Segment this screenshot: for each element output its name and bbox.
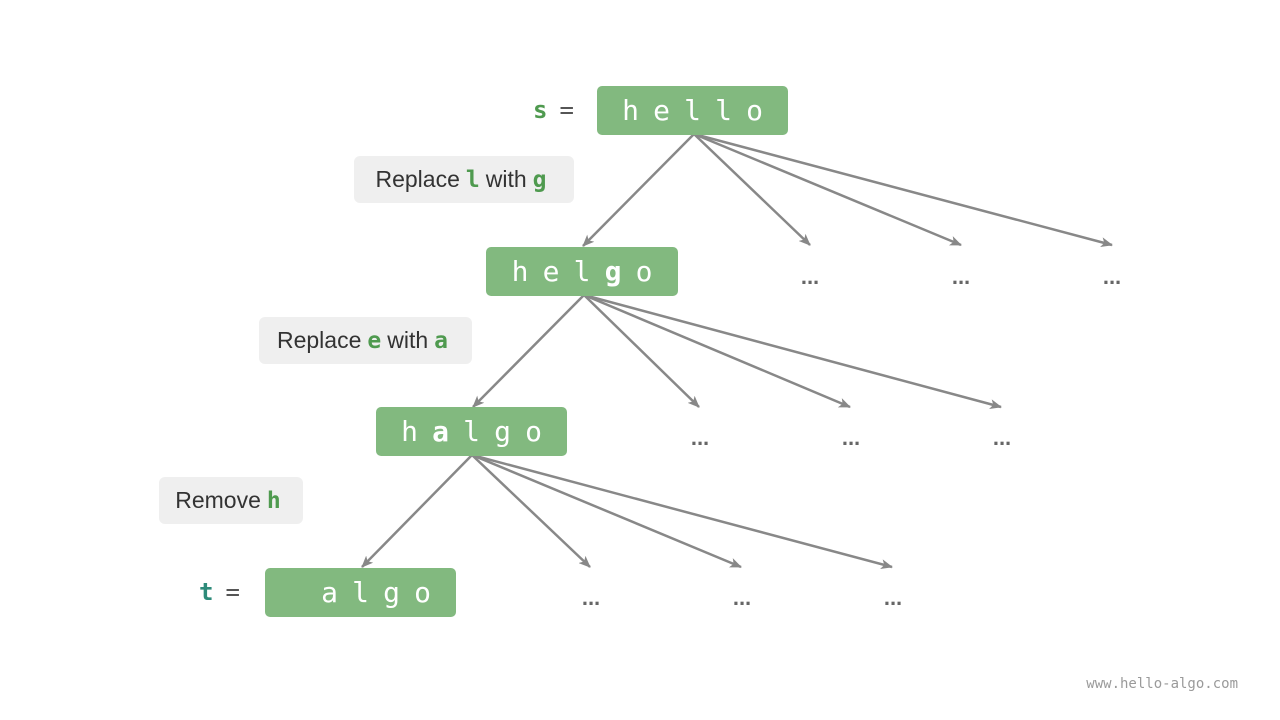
op1-middle: with	[485, 166, 527, 192]
intermediate-1-char-3: g	[604, 255, 622, 288]
ellipsis-l3-c: ...	[883, 585, 903, 610]
ellipsis-l2-a: ...	[690, 425, 710, 450]
arrow-level2-2	[471, 453, 742, 569]
op2-prefix: Replace	[276, 327, 362, 353]
target-char-2: l	[352, 576, 369, 609]
arrow-level0-0	[582, 133, 695, 247]
intermediate-2-char-0: h	[401, 415, 418, 448]
op3-from: h	[266, 487, 281, 514]
site-watermark: www.hello-algo.com	[1086, 676, 1238, 692]
op1-prefix: Replace	[375, 166, 460, 192]
arrow-level1-1	[583, 294, 700, 408]
op2-to: a	[434, 327, 448, 354]
intermediate-2-char-2: l	[463, 415, 480, 448]
source-char-1: e	[653, 94, 670, 127]
intermediate-2-char-1: a	[432, 415, 449, 448]
ellipsis-l3-a: ...	[581, 585, 601, 610]
ellipsis-l1-b: ...	[951, 264, 971, 289]
intermediate-1-char-2: l	[573, 255, 591, 288]
arrow-level0-3	[693, 132, 1113, 248]
source-char-2: l	[684, 94, 701, 127]
intermediate-1-char-1: e	[542, 255, 560, 288]
arrow-level0-1	[693, 133, 811, 246]
target-var-name: t	[199, 578, 214, 606]
ellipsis-l3-b: ...	[732, 585, 752, 610]
ellipsis-l1-c: ...	[1102, 264, 1122, 289]
op2-middle: with	[387, 327, 429, 353]
arrow-level0-2	[693, 132, 962, 247]
intermediate-2-char-3: g	[494, 415, 511, 448]
target-var-eq: =	[225, 578, 240, 606]
intermediate-2-char-4: o	[525, 415, 542, 448]
intermediate-1-char-0: h	[511, 255, 529, 288]
op1-from: l	[465, 166, 480, 193]
operation-replace-l-with-g: Replace l with g	[354, 156, 574, 203]
operation-remove-h: Remove h	[159, 477, 303, 524]
arrow-level1-3	[583, 293, 1002, 409]
arrow-level1-0	[472, 294, 585, 408]
target-var-label: t=	[199, 578, 240, 606]
op3-prefix: Remove	[175, 487, 261, 513]
operation-replace-e-with-a: Replace e with a	[259, 317, 472, 364]
source-char-4: o	[746, 94, 763, 127]
target-char-3: g	[383, 576, 400, 609]
ellipsis-l2-c: ...	[992, 425, 1012, 450]
source-var-name: s	[533, 96, 548, 124]
source-char-3: l	[715, 94, 732, 127]
op1-to: g	[532, 166, 547, 193]
intermediate-1-char-4: o	[635, 255, 653, 288]
arrow-level2-3	[471, 453, 893, 569]
arrow-level2-0	[361, 454, 473, 568]
arrow-level2-1	[471, 454, 591, 568]
target-char-4: o	[414, 576, 431, 609]
source-char-0: h	[622, 94, 639, 127]
arrow-level1-2	[583, 293, 851, 409]
ellipsis-l2-b: ...	[841, 425, 861, 450]
ellipsis-l1-a: ...	[800, 264, 820, 289]
target-char-1: a	[321, 576, 338, 609]
source-var-label: s=	[533, 96, 574, 124]
op2-from: e	[367, 327, 382, 354]
source-var-eq: =	[559, 96, 574, 124]
